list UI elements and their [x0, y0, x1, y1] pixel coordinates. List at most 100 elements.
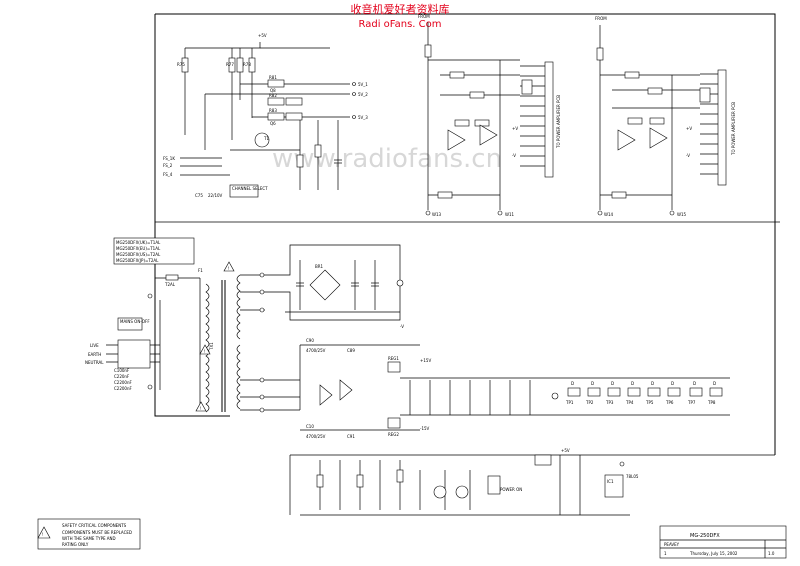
out-tag-1: TP1 [565, 400, 574, 405]
mains-box-line-3: MG250DFX(US)=T2AL [116, 252, 161, 257]
mains-box-line-1: MG250DFX(UK)=T1AL [116, 240, 161, 245]
svg-text:-V: -V [400, 324, 404, 329]
output-row: D D D D D D D D TP1 TP2 TP3 TP4 TP5 TP6 … [565, 381, 723, 405]
svg-text:R77: R77 [226, 62, 234, 67]
watermark-en: Radi oFans. Com [359, 19, 442, 30]
preamp-right-gnd: W14 [604, 212, 614, 217]
supply-lo-2: 4700/25V [306, 434, 326, 439]
mains-earth: EARTH [88, 352, 101, 357]
channel-select-label: CHANNEL SELECT [232, 186, 268, 191]
reg-top-rail: +5V [258, 33, 267, 38]
safety-line-3: WITH THE SAME TYPE AND [62, 536, 116, 541]
out-label-4: D [631, 381, 634, 386]
preamp-right-connector: TO POWER AMPLIFIER PCB [731, 102, 736, 156]
out-label-8: D [713, 381, 716, 386]
bridge-label: BR1 [315, 264, 324, 269]
svg-text:R75: R75 [177, 62, 185, 67]
out-tag-4: TP4 [625, 400, 634, 405]
reg-out-2: 5V_2 [358, 92, 368, 97]
preamp-left-rail-2: -V [512, 153, 516, 158]
mains-cap-1: C100nF [114, 368, 130, 373]
mains-fuse-value: T2AL [164, 282, 176, 287]
reg-in-3: FS_4 [163, 172, 173, 177]
svg-text:22/10V: 22/10V [208, 193, 223, 198]
safety-line-4: RATING ONLY [62, 542, 89, 547]
title-block-company: PEAVEY [664, 542, 680, 547]
secondary-taps [240, 274, 300, 411]
safety-line-1: SAFETY CRITICAL COMPONENTS [62, 523, 127, 528]
svg-text:R81: R81 [269, 75, 277, 80]
svg-text:C75: C75 [195, 193, 203, 198]
supply-lo-1: C10 [306, 424, 314, 429]
supply-neg: -15V [420, 426, 430, 431]
out-label-5: D [651, 381, 654, 386]
preamp-left-connector: TO POWER AMPLIFIER PCB [556, 95, 561, 149]
supply-reg-2: REG2 [388, 432, 399, 437]
out-tag-7: TP7 [687, 400, 696, 405]
safety-line-2: COMPONENTS MUST BE REPLACED [62, 530, 132, 535]
preamp-left-input: FROM [418, 14, 430, 19]
supply-hi-2: 4700/25V [306, 348, 326, 353]
supply-hi-3: C89 [347, 348, 355, 353]
svg-text:!: ! [204, 349, 206, 354]
reg-in-2: FS_2 [163, 163, 173, 168]
preamp-left: FROM TO POWER AMPLIFIER PCB +V -V W13 W1… [418, 14, 561, 217]
out-tag-2: TP2 [585, 400, 594, 405]
preamp-right-pins [700, 73, 718, 175]
preamp-left-gnd-2: W11 [505, 212, 515, 217]
preamp-right-rail-1: +V [686, 126, 692, 131]
reg-label: 78L05 [626, 474, 639, 479]
mains-cap-3: C2200nF [114, 380, 133, 385]
output-supply: C90 4700/25V C89 C10 4700/25V C91 REG1 R… [299, 338, 730, 439]
frame [154, 13, 780, 455]
mains-cap-4: C2200nF [114, 386, 133, 391]
out-label-3: D [611, 381, 614, 386]
mains-cap-2: C220nF [114, 374, 130, 379]
preamp-left-pins [520, 65, 545, 167]
reg-in-1: FS_1K [163, 156, 175, 161]
preamp-right-input: FROM [595, 16, 607, 21]
lower-section: POWER ON +5V IC1 78L05 [289, 448, 775, 516]
mains-live: LIVE [90, 343, 99, 348]
out-label-6: D [671, 381, 674, 386]
out-tag-5: TP5 [645, 400, 654, 405]
out-tag-8: TP8 [707, 400, 716, 405]
mains-switch: MAINS ON-OFF [120, 319, 150, 324]
bridge-supply: BR1 -V [265, 244, 404, 329]
safety-note: ! SAFETY CRITICAL COMPONENTS COMPONENTS … [37, 518, 141, 550]
mains-neutral: NEUTRAL [85, 360, 104, 365]
preamp-right-gnd-2: W15 [677, 212, 687, 217]
power-rail: +5V [561, 448, 570, 453]
title-block-date: Thursday, July 15, 2002 [689, 551, 738, 556]
supply-lo-3: C91 [347, 434, 355, 439]
mains-section: MG250DFX(UK)=T1AL MG250DFX(EU)=T1AL MG25… [85, 237, 300, 413]
preamp-right-rail-2: -V [686, 153, 690, 158]
title-block-rev: 1.0 [768, 551, 775, 556]
title-block-title: MG-250DFX [690, 533, 720, 539]
preamp-right: FROM TO POWER AMPLIFIER PCB +V -V W14 W1… [595, 16, 736, 217]
out-label-2: D [591, 381, 594, 386]
reg-out-1: 5V_1 [358, 82, 368, 87]
reg-out-3: 5V_3 [358, 115, 368, 120]
mains-box-line-4: MG250DFX(JP)=T2AL [116, 258, 159, 263]
out-tag-6: TP6 [665, 400, 674, 405]
svg-text:Q6: Q6 [270, 121, 276, 126]
supply-hi-1: C90 [306, 338, 314, 343]
svg-text:T1: T1 [263, 136, 269, 141]
out-label-7: D [693, 381, 696, 386]
svg-text:R78: R78 [243, 62, 251, 67]
supply-reg-1: REG1 [388, 356, 399, 361]
out-tag-3: TP3 [605, 400, 614, 405]
svg-text:R83: R83 [269, 108, 277, 113]
svg-text:R82: R82 [269, 93, 277, 98]
mains-fuse: F1 [198, 268, 203, 273]
out-label-1: D [571, 381, 574, 386]
mains-box-line-2: MG250DFX(EU)=T1AL [116, 246, 161, 251]
transformer-label: TX1 [209, 342, 214, 351]
svg-text:!: ! [200, 406, 202, 411]
preamp-left-rail-1: +V [512, 126, 518, 131]
watermark-center: www.radiofans.cn [272, 144, 502, 174]
svg-text:!: ! [42, 532, 44, 537]
title-block: MG-250DFX PEAVEY 1 Thursday, July 15, 20… [659, 525, 787, 559]
